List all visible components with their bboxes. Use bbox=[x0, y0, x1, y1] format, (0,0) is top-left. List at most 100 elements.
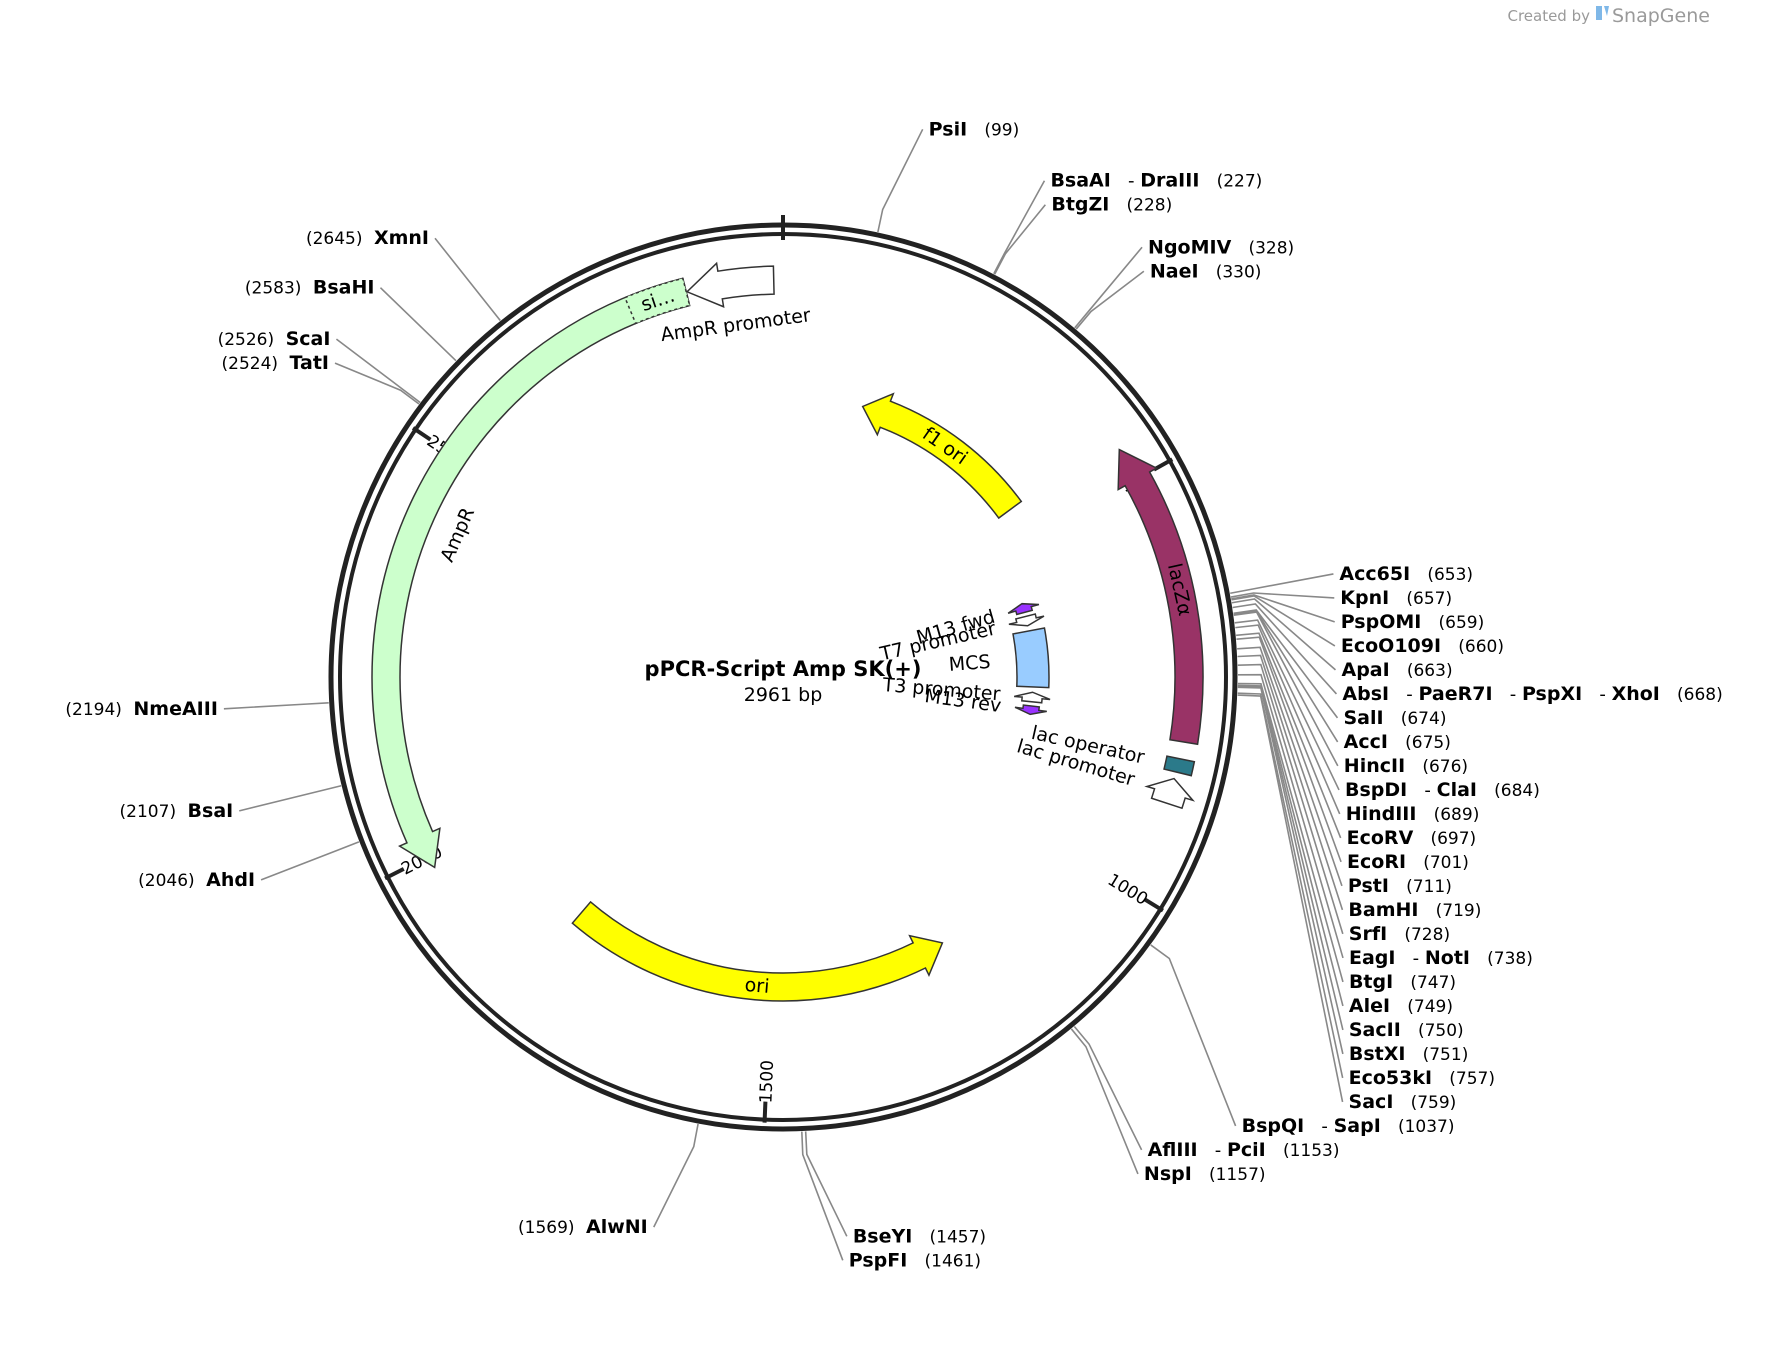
feature-ampr-label: AmpR bbox=[436, 504, 479, 565]
site-label: AleI (749) bbox=[1349, 995, 1453, 1017]
snapgene-watermark[interactable]: Created by SnapGene bbox=[1507, 5, 1709, 27]
site-alei[interactable]: AleI (749) bbox=[1237, 684, 1453, 1017]
tick-mark bbox=[1144, 897, 1164, 913]
enzyme-name: NgoMIV bbox=[1148, 236, 1232, 258]
site-alwni[interactable]: (1569) AlwNI bbox=[518, 1123, 699, 1238]
site-ngomiv[interactable]: NgoMIV (328) bbox=[1074, 236, 1294, 329]
site-label: NaeI (330) bbox=[1150, 260, 1262, 282]
site-bstxi[interactable]: BstXI (751) bbox=[1237, 686, 1468, 1065]
site-position: (749) bbox=[1407, 997, 1453, 1017]
site-leader-line bbox=[1237, 646, 1343, 887]
site-acci[interactable]: AccI (675) bbox=[1233, 610, 1451, 753]
site-position: (711) bbox=[1406, 877, 1452, 897]
site-xmni[interactable]: (2645) XmnI bbox=[306, 227, 501, 322]
feature-ampr-promoter-arrow bbox=[685, 261, 775, 308]
site-label: EagI - NotI (738) bbox=[1349, 947, 1533, 969]
site-label: (1569) AlwNI bbox=[518, 1216, 648, 1238]
site-kpni[interactable]: KpnI (657) bbox=[1230, 587, 1452, 609]
site-srfi[interactable]: SrfI (728) bbox=[1237, 663, 1450, 945]
site-label: BseYI (1457) bbox=[853, 1225, 986, 1247]
site-ecori[interactable]: EcoRI (701) bbox=[1236, 636, 1469, 873]
site-nspi[interactable]: NspI (1157) bbox=[1070, 1028, 1266, 1185]
enzyme-name: PstI bbox=[1348, 875, 1389, 897]
enzyme-name: AhdI bbox=[206, 869, 255, 891]
site-bsahi[interactable]: (2583) BsaHI bbox=[245, 277, 457, 362]
feature-ori[interactable]: ori bbox=[571, 900, 944, 1002]
site-leader-line bbox=[379, 287, 457, 362]
site-bamhi[interactable]: BamHI (719) bbox=[1237, 654, 1482, 921]
site-btgi[interactable]: BtgI (747) bbox=[1237, 682, 1456, 993]
site-tati[interactable]: (2524) TatI bbox=[222, 352, 420, 405]
separator bbox=[1405, 756, 1422, 777]
feature-lacza-arrow bbox=[1117, 448, 1204, 746]
site-eco53ki[interactable]: Eco53kI (757) bbox=[1237, 692, 1495, 1089]
site-position: (1569) bbox=[518, 1218, 575, 1238]
enzyme-name: PsiI bbox=[929, 118, 967, 140]
site-saci[interactable]: SacI (759) bbox=[1237, 694, 1457, 1113]
site-nmeaiii[interactable]: (2194) NmeAIII bbox=[65, 698, 329, 720]
separator bbox=[912, 1226, 929, 1247]
site-eagi[interactable]: EagI - NotI (738) bbox=[1237, 673, 1533, 969]
site-label: HincII (676) bbox=[1344, 755, 1468, 777]
watermark-brand: SnapGene bbox=[1612, 5, 1710, 27]
separator bbox=[1421, 612, 1438, 633]
site-label: PspOMI (659) bbox=[1341, 611, 1485, 633]
site-bspqi[interactable]: BspQI - SapI (1037) bbox=[1150, 944, 1455, 1137]
enzyme-name: BtgZI bbox=[1051, 194, 1109, 216]
separator bbox=[1390, 996, 1407, 1017]
site-sali[interactable]: SalI (674) bbox=[1233, 609, 1447, 729]
feature-mcs[interactable]: MCS bbox=[948, 627, 1050, 689]
site-hindiii[interactable]: HindIII (689) bbox=[1235, 624, 1479, 825]
site-label: Acc65I (653) bbox=[1339, 563, 1473, 585]
site-position: (2046) bbox=[138, 871, 195, 891]
site-scai[interactable]: (2526) ScaI bbox=[218, 328, 421, 404]
site-absi[interactable]: AbsI - PaeR7I - PspXI - XhoI (668) bbox=[1232, 603, 1723, 705]
separator bbox=[1384, 708, 1401, 729]
site-psti[interactable]: PstI (711) bbox=[1237, 646, 1452, 897]
site-afliii[interactable]: AflIII - PciI (1153) bbox=[1073, 1025, 1339, 1161]
site-bspdi[interactable]: BspDI - ClaI (684) bbox=[1234, 619, 1540, 801]
site-ecorv[interactable]: EcoRV (697) bbox=[1236, 632, 1476, 849]
site-pspomi[interactable]: PspOMI (659) bbox=[1231, 594, 1485, 633]
site-ecoo109i[interactable]: EcoO109I (660) bbox=[1231, 595, 1504, 657]
site-label: EcoRI (701) bbox=[1347, 851, 1469, 873]
site-ahdi[interactable]: (2046) AhdI bbox=[138, 841, 360, 891]
site-pspfi[interactable]: PspFI (1461) bbox=[801, 1131, 981, 1272]
feature-lac-promoter-arrow bbox=[1144, 777, 1196, 810]
separator bbox=[1477, 780, 1494, 801]
site-bseyi[interactable]: BseYI (1457) bbox=[804, 1131, 986, 1247]
site-label: (2583) BsaHI bbox=[245, 277, 375, 299]
site-leader-line bbox=[1233, 609, 1339, 719]
separator bbox=[1410, 564, 1427, 585]
site-label: BsaAI - DraIII (227) bbox=[1050, 170, 1262, 192]
site-acc65i[interactable]: Acc65I (653) bbox=[1230, 563, 1473, 595]
feature-lacza[interactable]: lacZα bbox=[1117, 448, 1204, 746]
site-leader-line bbox=[653, 1123, 699, 1228]
enzyme-name: BseYI bbox=[853, 1225, 913, 1247]
site-position: (684) bbox=[1494, 781, 1540, 801]
site-label: EcoO109I (660) bbox=[1341, 635, 1504, 657]
separator bbox=[1387, 924, 1404, 945]
site-psii[interactable]: PsiI (99) bbox=[877, 118, 1019, 233]
separator bbox=[1660, 684, 1677, 705]
site-label: PstI (711) bbox=[1348, 875, 1452, 897]
separator bbox=[195, 870, 206, 891]
site-leader-line bbox=[1236, 636, 1342, 863]
site-naei[interactable]: NaeI (330) bbox=[1075, 260, 1262, 330]
separator bbox=[1266, 1140, 1283, 1161]
site-apai[interactable]: ApaI (663) bbox=[1231, 598, 1453, 681]
feature-f1-ori[interactable]: f1 ori bbox=[861, 392, 1023, 520]
feature-ori-arrow bbox=[571, 900, 944, 1002]
site-hincii[interactable]: HincII (676) bbox=[1233, 611, 1468, 777]
site-bsaai[interactable]: BsaAI - DraIII (227) bbox=[993, 170, 1262, 275]
site-leader-line bbox=[1073, 1025, 1143, 1151]
enzyme-name: DraIII bbox=[1140, 170, 1199, 192]
site-position: (1157) bbox=[1209, 1165, 1266, 1185]
separator: - bbox=[1407, 780, 1436, 801]
separator bbox=[301, 278, 312, 299]
site-btgzi[interactable]: BtgZI (228) bbox=[993, 194, 1173, 275]
site-bsai[interactable]: (2107) BsaI bbox=[120, 784, 342, 822]
site-sacii[interactable]: SacII (750) bbox=[1237, 685, 1464, 1041]
site-label: BspDI - ClaI (684) bbox=[1345, 779, 1540, 801]
feature-ampr[interactable]: AmpR bbox=[371, 277, 691, 869]
